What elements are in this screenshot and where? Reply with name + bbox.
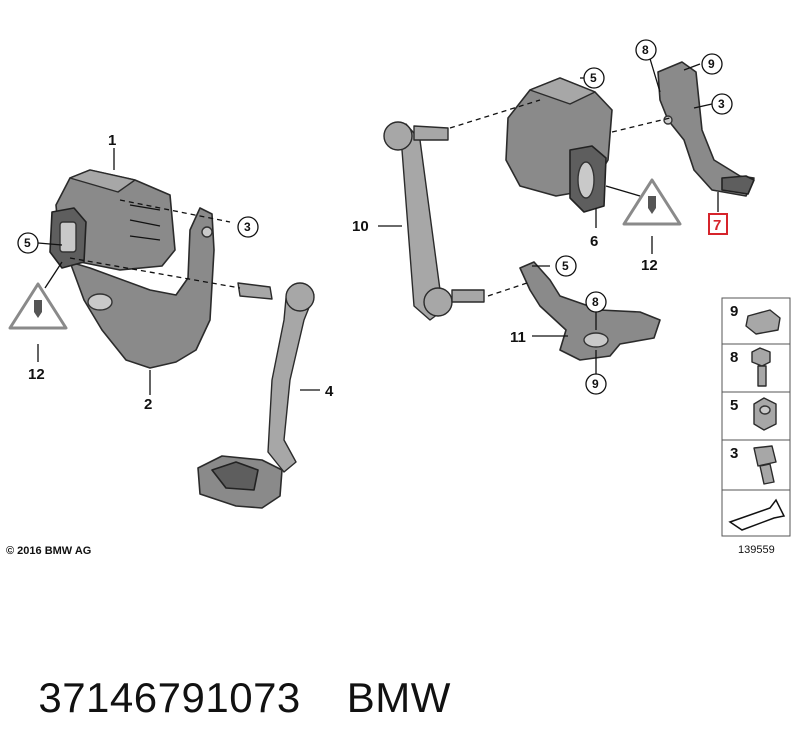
label-5-right: 5 — [562, 259, 569, 273]
clip-nut-icon — [745, 309, 781, 335]
sensor-connector-socket — [59, 221, 77, 253]
bracket-part-2 — [69, 207, 215, 369]
leader-warn-left — [44, 261, 63, 289]
plug-glyph-right — [648, 196, 656, 214]
dash-line-to-sensor — [449, 99, 541, 129]
bracket-7-hole — [663, 115, 673, 125]
label-9-bottom-circle — [585, 373, 607, 395]
legend-num-9: 9 — [730, 303, 738, 320]
label-11: 11 — [510, 329, 526, 346]
sensor-body-top — [69, 169, 136, 193]
label-9-bottom: 9 — [592, 377, 599, 391]
direction-arrow-icon — [728, 498, 786, 531]
legend-num-3: 3 — [730, 445, 738, 462]
link-10-ball-bottom — [423, 287, 453, 317]
label-1: 1 — [108, 132, 116, 149]
part-number: 37146791073 — [38, 674, 301, 721]
bracket-hole — [87, 293, 113, 311]
dash-line-to-bracket11 — [487, 281, 531, 297]
dash-line-to-3-left — [119, 199, 231, 223]
label-3-right-circle — [711, 93, 733, 115]
plug-glyph-left — [34, 296, 42, 318]
label-5-left-circle — [17, 232, 39, 254]
link-bolt-top — [237, 282, 273, 300]
bracket-part-11 — [519, 261, 661, 361]
link-10-bolt-bottom — [451, 289, 485, 303]
diagram-id: 139559 — [738, 544, 775, 556]
bracket-11-hole — [583, 332, 609, 348]
label-10: 10 — [352, 218, 369, 235]
dash-line-to-link — [69, 257, 241, 289]
label-6: 6 — [590, 233, 598, 250]
leader-5-left — [37, 242, 63, 246]
bracket-slot — [201, 226, 213, 238]
label-5-left: 5 — [24, 236, 31, 250]
legend-num-5: 5 — [730, 397, 738, 414]
label-4: 4 — [325, 383, 334, 400]
leader-9-top — [683, 63, 701, 71]
link-rod-part-4 — [267, 284, 315, 473]
label-8-top-circle — [635, 39, 657, 61]
bracket-7-channel — [721, 175, 755, 195]
brand-name: BMW — [346, 674, 451, 721]
label-8-mid-circle — [585, 291, 607, 313]
label-2: 2 — [144, 396, 152, 413]
link-10-bolt-top — [413, 125, 449, 141]
label-5-right-top: 5 — [590, 71, 597, 85]
hex-nut-hole — [759, 405, 771, 415]
label-12-left: 12 — [28, 366, 45, 383]
sensor-ribs — [129, 204, 161, 241]
leader-3-right — [693, 103, 713, 109]
label-3-right: 3 — [718, 97, 725, 111]
label-5-right-top-circle — [583, 67, 605, 89]
legend-panel: 9 8 5 3 — [721, 297, 791, 537]
label-12-right: 12 — [641, 257, 658, 274]
label-7: 7 — [713, 217, 721, 234]
socket-head-screw-icon — [753, 445, 777, 485]
parts-diagram: 1 2 3 4 5 12 5 6 7 8 9 3 10 — [6, 39, 791, 557]
sensor-6-top — [529, 77, 596, 105]
label-5-right-circle — [555, 255, 577, 277]
link-mount-clip — [211, 461, 259, 491]
legend-num-8: 8 — [730, 349, 738, 366]
label-3-left-circle — [237, 216, 259, 238]
label-7-highlight-box — [708, 213, 728, 235]
copyright: © 2016 BMW AG — [6, 545, 91, 557]
link-10-ball-top — [383, 121, 413, 151]
label-3-left: 3 — [244, 220, 251, 234]
leader-warn-right — [605, 185, 641, 197]
hex-bolt-icon — [751, 347, 771, 387]
footer: 37146791073 BMW — [14, 578, 794, 721]
label-9-top-circle — [701, 53, 723, 75]
label-9-top: 9 — [708, 57, 715, 71]
sensor-6-socket — [577, 161, 595, 199]
link-ball-joint-top — [285, 282, 315, 312]
dash-line-to-bracket7 — [611, 117, 671, 133]
label-8-top: 8 — [642, 43, 649, 57]
label-8-mid: 8 — [592, 295, 599, 309]
